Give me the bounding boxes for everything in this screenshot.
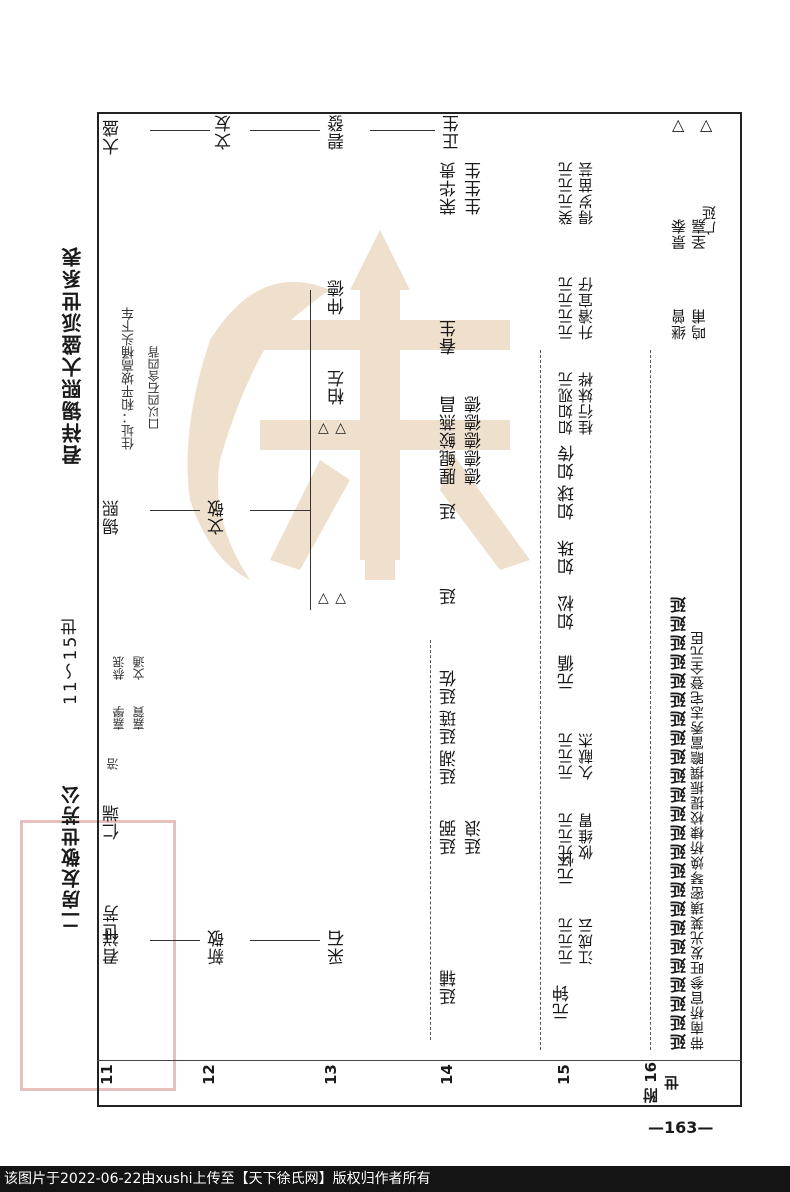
gen15-name: 元元元元: [557, 276, 575, 340]
title-left: 二房友敬世芳公: [61, 783, 83, 930]
gen14-de-row: 德德德德德: [465, 395, 485, 485]
gen13-caishi: 采石: [328, 929, 348, 965]
gen14-tinghu: 廷湖: [440, 749, 460, 785]
page-number: —163—: [648, 1118, 714, 1137]
connector: [150, 510, 200, 511]
gen14-names-row: 腥鲲鲛燕昌: [440, 395, 460, 485]
gen14-tingbi: 廷弼: [440, 819, 460, 855]
gen14-tinglian: 廷琏: [440, 709, 460, 745]
connector: [250, 510, 310, 511]
gen-divider: [97, 1060, 742, 1061]
gen15-name: 久献杰: [577, 732, 595, 780]
ancestor-xinjing: 新敬: [208, 929, 228, 965]
title-mid: 11～15世: [61, 615, 81, 705]
gen15-name: 升濬宜仔: [577, 276, 595, 340]
ancestor-junxiang: 君祥: [103, 929, 123, 965]
gen14-chunsheng: 春生: [440, 319, 460, 355]
upload-footer: 该图片于2022-06-22由xushi上传至【天下徐氏网】版权归作者所有: [0, 1166, 790, 1192]
gen16-guangyan: 广延: [702, 205, 718, 235]
connector: [370, 130, 435, 131]
brace-line: [540, 350, 541, 1050]
connector: [150, 940, 200, 941]
gen15-name: 如松: [558, 594, 578, 630]
triangle-mark: △ △: [318, 420, 347, 436]
gen15-name: 元钟: [553, 984, 573, 1020]
gen-label-15: 15: [555, 1064, 573, 1086]
gen-label-11: 11: [98, 1064, 116, 1086]
gen15-name: 癸元元元: [557, 161, 575, 225]
gen14-ronghuagui: 荣华贵: [440, 161, 460, 215]
ancestor-wenjing: 文敬: [208, 499, 228, 535]
gen16-jingtai: 景泰: [670, 218, 688, 250]
gen15-name: 元元元: [557, 732, 575, 780]
connector: [310, 290, 311, 610]
gen11-name-gongmin: 恭泯: [112, 656, 126, 680]
connector: [250, 130, 320, 131]
gen14-tingfu: 廷辅: [440, 969, 460, 1005]
gen15-name: 如如观元: [557, 371, 575, 435]
gen15-name: 得岁苗芸: [577, 161, 595, 225]
gen-label-16: 附 16 世: [642, 1061, 681, 1104]
table-frame: [97, 112, 742, 1107]
gen15-name: 如传: [558, 444, 578, 480]
triangle-mark: △: [672, 115, 686, 134]
gen15-name: 桂行妹桦: [577, 371, 595, 435]
brace-line: [430, 640, 431, 1040]
gen-label-14: 14: [438, 1064, 456, 1086]
gen15-name: 如珠: [558, 539, 578, 575]
brace-line: [650, 350, 651, 1050]
gen15-name: 攸维胃: [577, 812, 595, 860]
gen15-name: 江成云: [577, 917, 595, 965]
gen14-ting-b: 廷: [440, 502, 460, 520]
gen11-name-jiaxue: 嘉學: [112, 706, 126, 730]
gen16-jiceng: 继曾: [670, 308, 688, 340]
gen16-row2: 带南桥官参旺发光荚璜密琴焕桥棣校提振撰瞻富秀志宅登全元臣: [690, 630, 706, 1050]
gen15-name: 元循: [558, 654, 578, 690]
connector: [250, 940, 320, 941]
gen14-ting-a: 廷: [440, 587, 460, 605]
gen14-tinglang: 廷浪: [465, 819, 485, 855]
gen-label-12: 12: [200, 1064, 218, 1086]
gen14-tingzuo: 廷佐: [440, 669, 460, 705]
gen11-name-jiahe: 嘉賀: [132, 706, 146, 730]
gen14-shengshengsheng: 生生生: [465, 161, 485, 215]
residence-text-2: 口以四石含四背: [147, 346, 161, 430]
gen11-name-fu: 涪: [106, 758, 120, 770]
residence-text: 住址：和平坡高桶头下车: [122, 307, 137, 450]
triangle-mark: △ △: [318, 590, 347, 606]
triangle-mark: △: [700, 115, 714, 134]
title-right: 君祥锡熙大盛派世系表: [61, 245, 85, 465]
ancestor-xixi: 锡熙: [103, 499, 123, 535]
gen11-name-renduan: 仁端: [103, 804, 123, 840]
gen13-baizuo: 柏左: [328, 369, 348, 405]
gen13-zhongde: 仲德: [328, 279, 348, 315]
name-zhengsheng: 正生: [443, 114, 463, 150]
gen-label-13: 13: [322, 1064, 340, 1086]
gen15-name: 如球: [558, 484, 578, 520]
name-bifa: 碧發: [328, 114, 348, 150]
gen16-mingfu: 鸣甫: [690, 308, 708, 340]
name-dasheng: 大盛: [103, 119, 123, 155]
gen11-name-wentong: 文通: [132, 656, 146, 680]
gen15-name: 元元元: [557, 812, 575, 860]
name-wenyou: 文友: [215, 114, 235, 150]
connector: [150, 130, 210, 131]
